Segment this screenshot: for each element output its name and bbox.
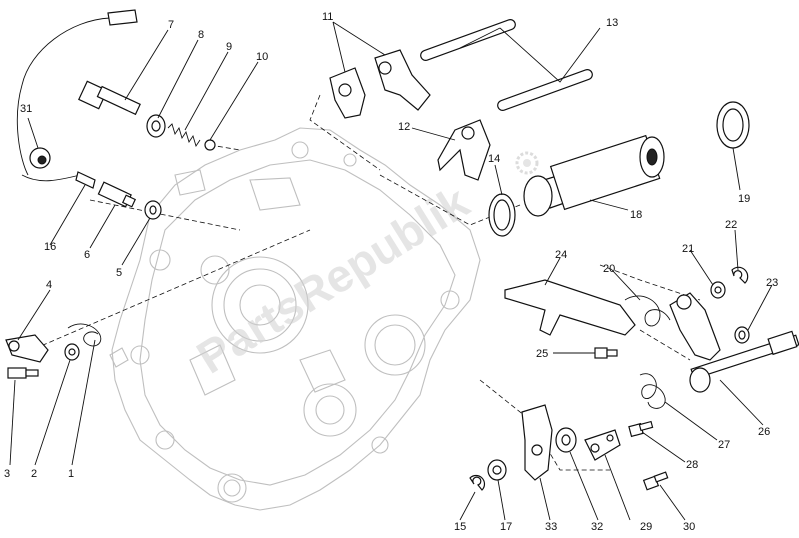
callout-33: 33 — [545, 521, 557, 533]
callout-20: 20 — [603, 263, 615, 275]
assembly-lines — [19, 94, 701, 471]
callout-12: 12 — [398, 121, 410, 133]
part-14-oring — [488, 193, 516, 237]
callout-1: 1 — [68, 468, 74, 480]
callout-28: 28 — [686, 459, 698, 471]
callout-13: 13 — [606, 17, 618, 29]
part-9-spring — [167, 123, 201, 148]
leader-lines — [9, 21, 773, 521]
part-15-circlip — [469, 474, 486, 491]
callout-21: 21 — [682, 243, 694, 255]
callout-17: 17 — [500, 521, 512, 533]
part-7-bolt — [78, 80, 141, 116]
callout-32: 32 — [591, 521, 603, 533]
callout-23: 23 — [766, 277, 778, 289]
part-22-circlip — [731, 266, 749, 284]
callout-4: 4 — [46, 279, 52, 291]
part-17-washer — [487, 459, 507, 481]
part-33-lever — [521, 404, 553, 481]
part-28-screw — [628, 420, 654, 438]
callout-9: 9 — [226, 41, 232, 53]
part-29-plate — [584, 429, 621, 461]
callout-3: 3 — [4, 468, 10, 480]
callout-16: 16 — [44, 241, 56, 253]
callout-5: 5 — [116, 267, 122, 279]
part-32-washer — [555, 427, 577, 453]
part-8-washer — [146, 114, 166, 138]
callout-10: 10 — [256, 51, 268, 63]
part-12-shift-fork — [437, 119, 491, 181]
part-30-screw — [642, 471, 669, 491]
callout-29: 29 — [640, 521, 652, 533]
callout-2: 2 — [31, 468, 37, 480]
part-26-shift-shaft — [669, 292, 799, 393]
callout-15: 15 — [454, 521, 466, 533]
part-27-spring — [639, 373, 666, 409]
callout-30: 30 — [683, 521, 695, 533]
callout-18: 18 — [630, 209, 642, 221]
part-2-washer — [64, 343, 80, 361]
callout-labels: 7 8 9 10 11 12 13 14 18 19 22 21 23 20 2… — [4, 11, 778, 533]
part-3-bolt — [7, 367, 39, 379]
part-20-spring — [624, 295, 671, 327]
part-19-ring — [716, 101, 750, 149]
part-1-spring — [67, 323, 102, 347]
callout-25: 25 — [536, 348, 548, 360]
part-5-washer — [144, 200, 162, 220]
callout-6: 6 — [84, 249, 90, 261]
part-10-ball — [204, 139, 216, 151]
part-24-plate — [504, 279, 636, 336]
crankcase-outline — [109, 127, 481, 511]
callout-8: 8 — [198, 29, 204, 41]
callout-19: 19 — [738, 193, 750, 205]
callout-31: 31 — [20, 103, 32, 115]
part-31-sensor-cable — [16, 9, 138, 189]
watermark-gear-icon — [515, 151, 539, 175]
part-25-screw — [594, 347, 618, 359]
callout-7: 7 — [168, 19, 174, 31]
callout-27: 27 — [718, 439, 730, 451]
callout-26: 26 — [758, 426, 770, 438]
callout-14: 14 — [488, 153, 500, 165]
callout-11: 11 — [322, 11, 333, 23]
part-6-sensor — [97, 181, 137, 208]
part-18-selector-drum — [523, 134, 665, 217]
callout-24: 24 — [555, 249, 567, 261]
part-21-washer — [710, 281, 726, 299]
part-4-lever — [5, 334, 49, 363]
part-23-bush — [734, 326, 750, 344]
callout-22: 22 — [725, 219, 737, 231]
part-13-fork-shafts — [420, 19, 593, 111]
part-11-shift-forks — [329, 49, 431, 119]
